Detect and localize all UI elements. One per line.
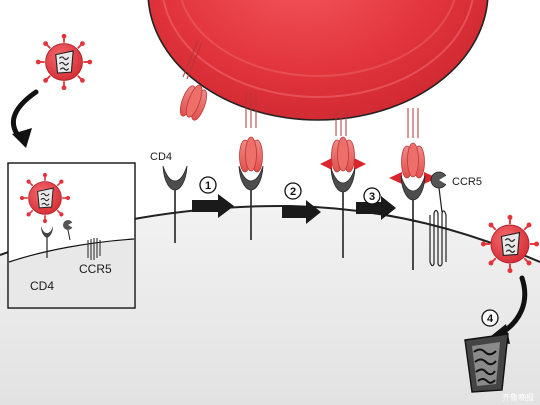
cd4-receptor-free [162,165,188,243]
step-number-4: 4 [481,309,499,327]
svg-text:1: 1 [205,180,211,192]
svg-text:2: 2 [290,186,296,198]
stage-2-conformation [320,136,366,258]
ccr5-label: CCR5 [452,176,482,188]
curved-arrow-to-inset [11,89,39,148]
svg-text:3: 3 [369,191,375,203]
inset-panel: CD4 CCR5 [7,162,136,309]
cd4-label: CD4 [150,151,172,163]
detached-glycoprotein [176,39,212,123]
step-arrow-2 [282,200,321,224]
free-virus-top [34,32,94,92]
svg-text:4: 4 [487,313,494,325]
step-arrow-1 [192,194,234,218]
step-number-3: 3 [363,187,381,205]
large-virus-particle [147,0,489,121]
stage-3-coreceptor [389,142,449,270]
glycoprotein-stalks [245,92,419,138]
stage-1-binding [238,136,264,240]
step-number-1: 1 [199,176,217,194]
inset-ccr5-label: CCR5 [79,262,112,276]
released-capsid [464,333,509,393]
step-number-2: 2 [284,182,302,200]
entering-virus [479,213,540,275]
inset-cd4-label: CD4 [30,279,54,293]
watermark: 齐鲁晚报 [502,392,534,402]
